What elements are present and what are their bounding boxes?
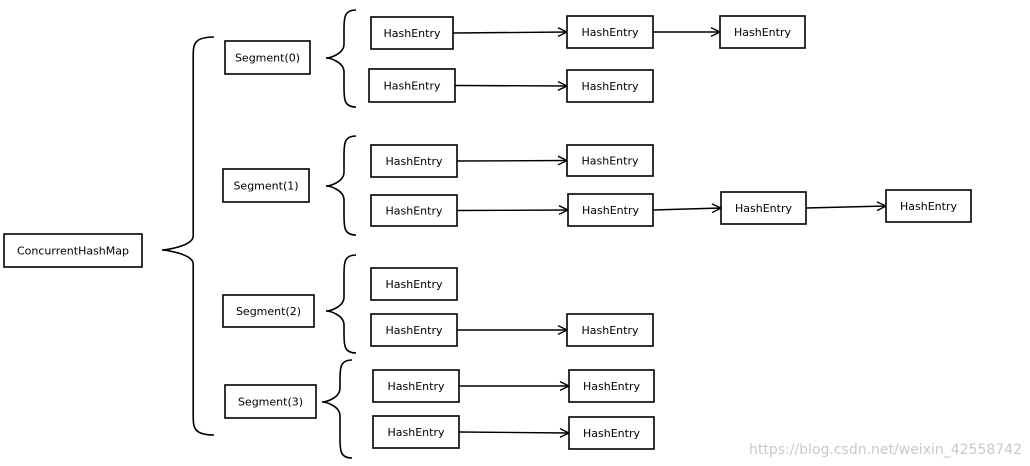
hash-entry-node-label: HashEntry: [386, 155, 443, 168]
hash-entry-node-label: HashEntry: [386, 324, 443, 337]
segment-node-0: Segment(0): [224, 40, 311, 75]
segment-0-brace: [325, 9, 357, 108]
next-pointer-arrow: [456, 155, 569, 166]
hash-entry-node-label: HashEntry: [582, 26, 639, 39]
segment-node-0-label: Segment(0): [235, 52, 300, 65]
hash-entry-node: HashEntry: [568, 369, 655, 403]
next-pointer-arrow: [805, 201, 888, 212]
hash-entry-node-label: HashEntry: [388, 426, 445, 439]
hash-entry-node-label: HashEntry: [582, 155, 639, 168]
hash-entry-node: HashEntry: [370, 313, 458, 347]
hash-entry-node: HashEntry: [568, 416, 655, 450]
segment-2-brace: [325, 254, 357, 354]
next-pointer-arrow: [456, 205, 570, 216]
hash-entry-node: HashEntry: [720, 191, 807, 225]
next-pointer-arrow: [458, 427, 571, 438]
hash-entry-node-label: HashEntry: [735, 202, 792, 215]
hash-entry-node-label: HashEntry: [582, 80, 639, 93]
hash-entry-node: HashEntry: [885, 189, 972, 223]
hash-entry-node: HashEntry: [370, 267, 458, 301]
segment-node-1: Segment(1): [222, 168, 310, 203]
hash-entry-node: HashEntry: [372, 415, 460, 449]
next-pointer-arrow: [652, 203, 723, 214]
hash-entry-node-label: HashEntry: [582, 204, 639, 217]
hash-entry-node-label: HashEntry: [384, 27, 441, 40]
segment-node-2: Segment(2): [222, 294, 315, 328]
next-pointer-arrow: [454, 80, 569, 91]
segment-1-brace: [325, 135, 357, 236]
hash-entry-node: HashEntry: [370, 16, 454, 50]
hash-entry-node: HashEntry: [370, 144, 458, 178]
root-node: ConcurrentHashMap: [3, 233, 143, 268]
hash-entry-node-label: HashEntry: [388, 380, 445, 393]
hash-entry-node: HashEntry: [567, 193, 654, 227]
hash-entry-node-label: HashEntry: [582, 324, 639, 337]
hash-entry-node: HashEntry: [719, 15, 806, 49]
braces-layer: [161, 9, 357, 459]
next-pointer-arrow: [459, 381, 571, 391]
root-brace: [161, 36, 215, 436]
segment-node-3-label: Segment(3): [238, 396, 303, 409]
segment-node-3: Segment(3): [224, 384, 317, 419]
hash-entry-node: HashEntry: [566, 313, 654, 347]
hash-entry-node-label: HashEntry: [384, 80, 441, 93]
hash-entry-node: HashEntry: [372, 369, 460, 403]
edges-layer: [452, 27, 888, 438]
segment-3-brace: [321, 359, 353, 459]
segment-node-2-label: Segment(2): [236, 305, 301, 318]
next-pointer-arrow: [457, 325, 569, 335]
hash-entry-node: HashEntry: [566, 144, 654, 177]
hash-entry-node: HashEntry: [370, 194, 458, 227]
hash-entry-node-label: HashEntry: [386, 205, 443, 218]
hash-entry-node-label: HashEntry: [734, 26, 791, 39]
next-pointer-arrow: [653, 27, 722, 37]
segment-node-1-label: Segment(1): [233, 180, 298, 193]
hash-entry-node: HashEntry: [368, 68, 456, 103]
hash-entry-node-label: HashEntry: [900, 200, 957, 213]
watermark: https://blog.csdn.net/weixin_42558742: [748, 442, 1022, 458]
root-node-label: ConcurrentHashMap: [17, 245, 129, 258]
hash-entry-node: HashEntry: [566, 15, 654, 49]
hash-entry-node-label: HashEntry: [583, 427, 640, 440]
hash-entry-node: HashEntry: [566, 69, 654, 103]
hash-entry-node-label: HashEntry: [583, 380, 640, 393]
next-pointer-arrow: [452, 27, 569, 38]
hash-entry-node-label: HashEntry: [386, 278, 443, 291]
